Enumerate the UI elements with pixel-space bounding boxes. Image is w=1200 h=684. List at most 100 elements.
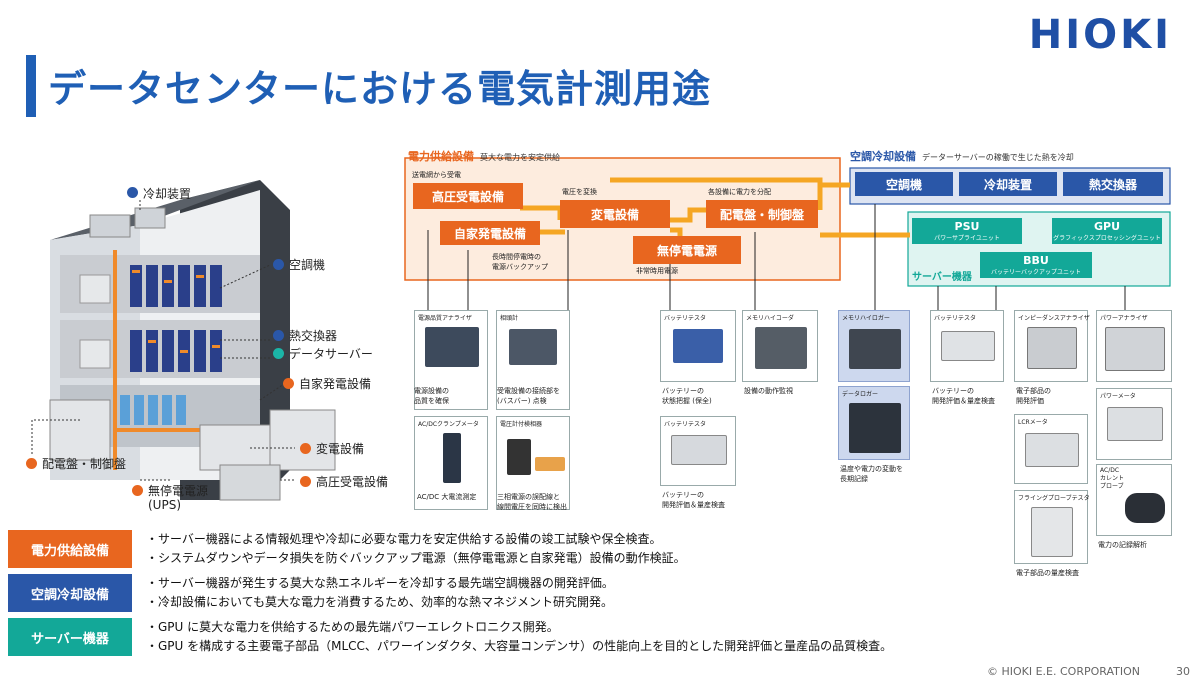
bt2-device-icon (671, 435, 727, 465)
card-lcr-meter: LCRメータ (1014, 414, 1088, 484)
server-section-title: サーバー機器 (912, 272, 972, 283)
aircon-dot-icon (273, 259, 284, 270)
server-dot-icon (273, 348, 284, 359)
card-power-quality-analyzer: 電源品質アナライザ (414, 310, 488, 410)
card-data-logger: データロガー (838, 386, 910, 460)
label-cooling: 冷却装置 (143, 187, 192, 201)
trans-dot-icon (300, 443, 311, 454)
card-power-analyzer: パワーアナライザ (1096, 310, 1172, 382)
tag-power: 電力供給設備 (8, 530, 132, 568)
label-transformer: 変電設備 (316, 442, 365, 456)
power-section-title: 電力供給設備莫大な電力を安定供給 (408, 150, 560, 163)
building-svg (31, 180, 336, 501)
bt3-device-icon (941, 331, 995, 361)
card-battery-tester-1: バッテリテスタ (660, 310, 736, 382)
hv-dot-icon (300, 476, 311, 487)
probe-device-icon (1125, 493, 1165, 523)
probe-caption-1: 電力の記録解析 (1098, 541, 1147, 549)
label-long-backup: 長時間停電時の (492, 253, 541, 261)
datalogger-device-icon (849, 403, 901, 453)
imp-caption-2: 開発評価 (1016, 397, 1044, 405)
bt1-caption-1: バッテリーの (662, 387, 704, 395)
label-aircon: 空調機 (289, 258, 326, 272)
detector-device-icon (507, 439, 531, 475)
bt2-caption-2: 開発評価＆量産検査 (662, 501, 725, 509)
phase-caption-1: 受電設備の接続部を (497, 387, 560, 395)
card-memory-hilogger: メモリハイロガー (838, 310, 910, 382)
pqa-device-icon (425, 327, 479, 367)
card-phase-detector: 電圧計付検相器 (496, 416, 570, 510)
box-transformer: 変電設備 (560, 200, 670, 228)
server-bullet-1: ・GPU に莫大な電力を供給するための最先端パワーエレクトロニクス開発。 (146, 620, 559, 634)
label-long-backup2: 電源バックアップ (492, 263, 548, 271)
cooling-section-title: 空調冷却設備データーサーバーの稼働で生じた熱を冷却 (850, 150, 1074, 163)
box-generator: 自家発電設備 (440, 221, 540, 245)
tag-cooling: 空調冷却設備 (8, 574, 132, 612)
hx-dot-icon (273, 330, 284, 341)
bt1-caption-2: 状態把握 (保全) (662, 397, 712, 405)
clamp-caption-1: AC/DC 大電流測定 (417, 493, 477, 501)
box-ups: 無停電電源 (633, 236, 741, 264)
pwm-device-icon (1107, 407, 1163, 441)
copyright: © HIOKI E.E. CORPORATION (986, 665, 1140, 678)
label-data-server: データサーバー (289, 347, 373, 361)
label-from-grid: 送電網から受電 (412, 171, 461, 179)
page-number: 30 (1176, 665, 1190, 678)
detector-clips-icon (535, 457, 565, 471)
label-distribute: 各設備に電力を分配 (708, 188, 771, 196)
phase-device-icon (509, 329, 557, 365)
card-battery-tester-2: バッテリテスタ (660, 416, 736, 486)
datacenter-building-illustration: 冷却装置 空調機 熱交換器 データサーバー 自家発電設備 配電盤・制御盤 変電設… (20, 180, 388, 520)
pqa-caption-1: 電源設備の (414, 387, 449, 395)
box-switchboard: 配電盤・制御盤 (706, 200, 818, 228)
datalogger-caption-1: 温度や電力の変動を (840, 465, 903, 473)
power-bullet-2: ・システムダウンやデータ損失を防ぐバックアップ電源（無停電電源と自家発電）設備の… (146, 551, 686, 565)
box-heat-exchanger: 熱交換器 (1063, 172, 1163, 196)
bt2-caption-1: バッテリーの (662, 491, 704, 499)
pwa-device-icon (1105, 327, 1165, 371)
clamp-device-icon (443, 433, 461, 483)
box-aircon: 空調機 (855, 172, 953, 196)
label-convert: 電圧を変換 (562, 188, 597, 196)
detector-caption-1: 三相電源の誤配線と (497, 493, 560, 501)
hioki-logo: HIOKI (1028, 12, 1172, 58)
title-accent-bar (26, 55, 36, 117)
ups-dot-icon (132, 485, 143, 496)
cooling-bullet-2: ・冷却設備においても莫大な電力を消費するため、効率的な熱マネジメント研究開発。 (146, 595, 614, 609)
bt1-device-icon (673, 329, 723, 363)
label-emergency: 非常時用電源 (636, 267, 678, 275)
detector-caption-2: 線間電圧を同時に検出 (497, 503, 567, 511)
page-title: データセンターにおける電気計測用途 (48, 67, 712, 111)
card-clamp-meter: AC/DCクランプメータ (414, 416, 488, 510)
label-heat-exchanger: 熱交換器 (289, 329, 338, 343)
label-generator: 自家発電設備 (299, 377, 372, 391)
cooling-bullet-1: ・サーバー機器が発生する莫大な熱エネルギーを冷却する最先端空調機器の開発評価。 (146, 576, 614, 590)
box-cooler: 冷却装置 (959, 172, 1057, 196)
card-battery-tester-3: バッテリテスタ (930, 310, 1004, 382)
pqa-caption-2: 品質を確保 (414, 397, 449, 405)
memhi-device-icon (755, 327, 807, 369)
card-power-meter: パワーメータ (1096, 388, 1172, 460)
label-ups-sub: (UPS) (148, 498, 181, 512)
flying-device-icon (1031, 507, 1073, 557)
memhi-caption-1: 設備の動作監視 (744, 387, 793, 395)
phase-caption-2: (バスバー) 点検 (497, 397, 547, 405)
label-switchboard: 配電盤・制御盤 (42, 457, 127, 471)
bt3-caption-1: バッテリーの (932, 387, 974, 395)
datalogger-caption-2: 長期記録 (840, 475, 868, 483)
imp-device-icon (1027, 327, 1077, 369)
card-phase-meter: 相頭計 (496, 310, 570, 410)
label-ups: 無停電電源 (148, 484, 209, 498)
card-memory-hicorder: メモリハイコーダ (742, 310, 818, 382)
power-bullet-1: ・サーバー機器による情報処理や冷却に必要な電力を安定供給する設備の竣工試験や保全… (146, 532, 662, 546)
switch-dot-icon (26, 458, 37, 469)
memhi-logger-device-icon (849, 329, 901, 369)
card-impedance-analyzer: インピーダンスアナライザ (1014, 310, 1090, 382)
card-flying-probe-tester: フライングプローブテスタ (1014, 490, 1090, 564)
lcr-device-icon (1025, 433, 1079, 467)
box-hv-substation: 高圧受電設備 (413, 183, 523, 209)
